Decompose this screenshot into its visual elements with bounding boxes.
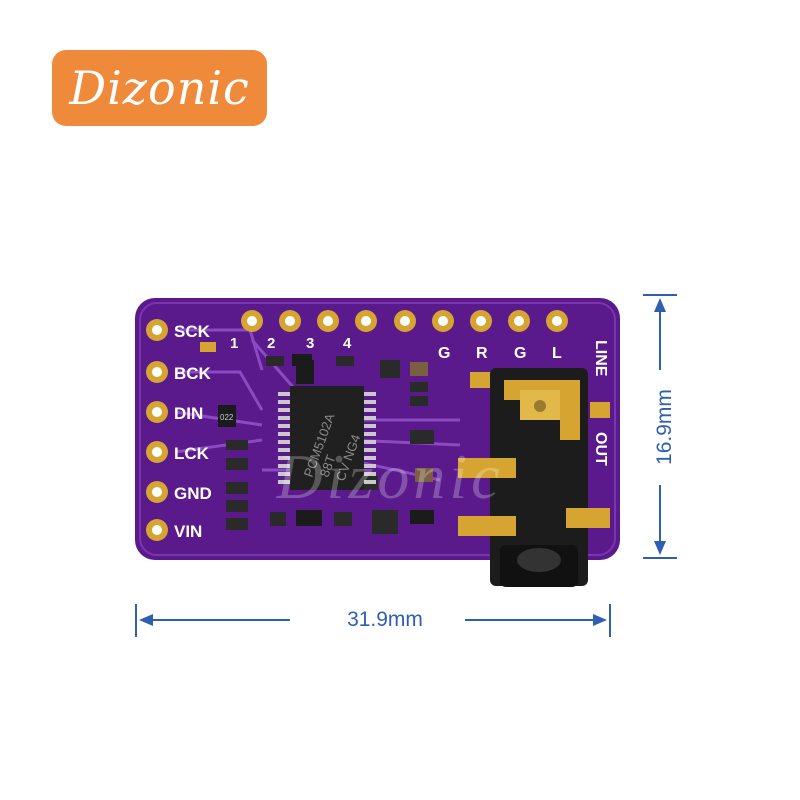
pin-label-g2: G	[514, 345, 526, 362]
pin-number-1: 1	[230, 335, 238, 352]
pin-label-g1: G	[438, 345, 450, 362]
left-pin-labels: SCK BCK DIN LCK GND VIN	[174, 322, 212, 541]
pcb-edge	[139, 302, 616, 556]
brand-logo-badge: Dizonic	[52, 50, 267, 126]
pin-label-bck: BCK	[174, 364, 212, 383]
height-dimension-label: 16.9mm	[653, 389, 676, 465]
pin-label-l: L	[552, 345, 562, 362]
output-labels: LINE OUT	[592, 340, 609, 466]
left-header-pads	[146, 319, 168, 541]
pin-number-4: 4	[343, 335, 352, 352]
output-label-out: OUT	[592, 432, 609, 466]
dac-chip: PCM5102A 88T CV NG4	[278, 386, 376, 490]
top-pin-numbers: 1 2 3 4	[230, 335, 352, 352]
top-right-labels: G R G L	[438, 345, 562, 362]
resistor-marking: 022	[220, 413, 234, 422]
output-label-line: LINE	[592, 340, 609, 377]
chip-marking-line2: 88T	[317, 453, 339, 479]
height-dimension	[643, 294, 677, 559]
pin-label-vin: VIN	[174, 522, 202, 541]
width-dimension-label: 31.9mm	[347, 608, 423, 631]
top-header-pads	[241, 310, 568, 332]
pin-label-gnd: GND	[174, 484, 212, 503]
pin-number-2: 2	[267, 335, 275, 352]
pin-number-3: 3	[306, 335, 314, 352]
audio-jack	[458, 368, 610, 587]
pin-label-lck: LCK	[174, 444, 210, 463]
pin-label-sck: SCK	[174, 322, 211, 341]
pin-label-r: R	[476, 345, 488, 362]
width-dimension	[135, 604, 611, 637]
pin-label-din: DIN	[174, 404, 203, 423]
brand-logo-text: Dizonic	[69, 61, 250, 115]
output-pad	[590, 402, 610, 418]
